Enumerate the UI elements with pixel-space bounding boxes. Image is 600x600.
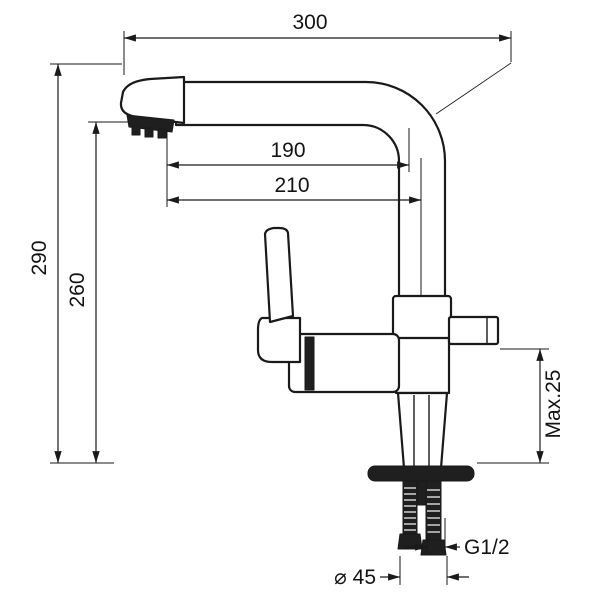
dimension-260: 260 [66,121,130,463]
thread-marks [404,487,440,533]
tail-center-stud [417,480,427,506]
body-lower [396,391,449,470]
body-collar [391,294,453,340]
aerator-teeth [131,125,167,139]
dimension-d45: ⌀ 45 [334,556,469,589]
dimension-label-210: 210 [274,174,309,197]
dimension-190: 190 [166,128,410,207]
dimension-g12: G1/2 [404,518,510,559]
dimension-label-290: 290 [28,240,51,275]
dimension-label-d45: ⌀ 45 [334,566,376,589]
dimension-label-300: 300 [292,11,327,34]
spout-and-riser [174,80,447,300]
dimension-label-max25: Max.25 [542,370,565,439]
dimension-210: 210 [167,158,422,296]
tail-left [402,480,418,536]
body-center [394,328,451,395]
dimension-label-190: 190 [270,139,305,162]
handle-base [256,316,302,364]
dimension-290: 290 [28,63,122,464]
dimension-label-g12: G1/2 [464,536,510,559]
valve-arm-groove [304,336,315,391]
dimension-label-260: 260 [66,272,89,307]
dimension-max25: Max.25 [477,348,565,464]
right-outlet [447,315,500,346]
mounting-flange [367,465,475,482]
handle-lever [263,226,295,324]
dimension-300: 300 [123,11,512,115]
supply-tails [397,480,447,556]
faucet-body [119,75,500,556]
